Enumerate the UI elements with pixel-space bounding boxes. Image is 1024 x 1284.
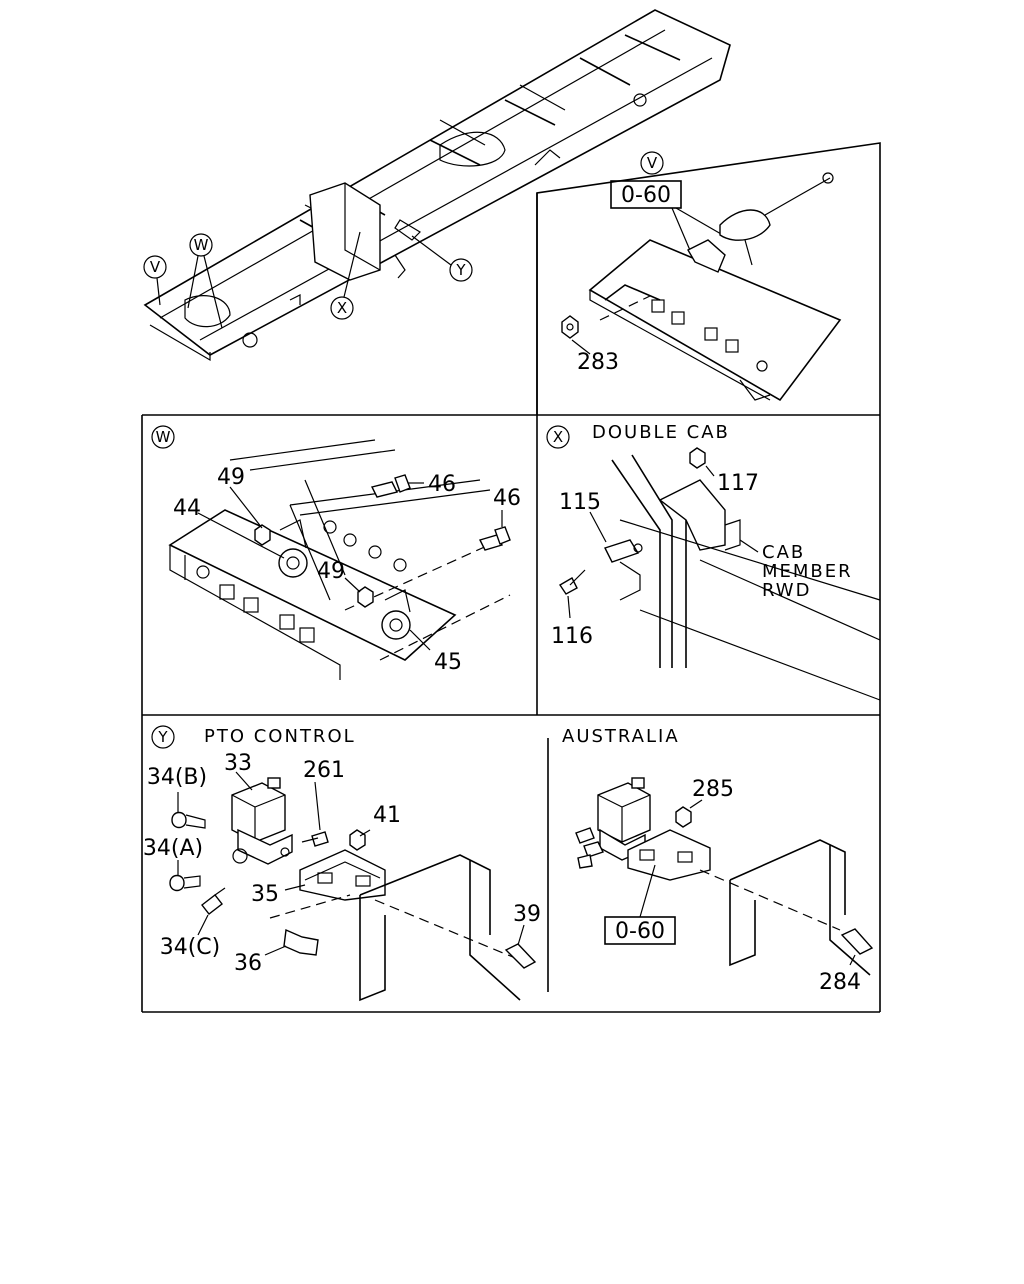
note-cab: CAB — [762, 542, 805, 563]
label-49a: 49 — [217, 465, 245, 490]
label-34c: 34(C) — [160, 935, 221, 960]
panel-x: X DOUBLE CAB 117 115 116 CAB MEMBER RWD — [546, 422, 881, 701]
pulley-45-icon — [381, 610, 411, 640]
label-116: 116 — [551, 624, 593, 649]
panel-x-marker: X — [553, 428, 563, 446]
panel-grid — [141, 142, 881, 1013]
marker-v: V — [150, 258, 161, 276]
bracket-35-icon — [299, 849, 386, 901]
label-117: 117 — [717, 471, 759, 496]
bolt-284-icon — [840, 928, 874, 955]
label-46b: 46 — [493, 486, 521, 511]
panel-x-title: DOUBLE CAB — [592, 422, 730, 443]
bolt-39-icon — [504, 943, 537, 969]
label-283: 283 — [577, 350, 619, 375]
panel-w: W — [151, 425, 521, 680]
label-284: 284 — [819, 970, 861, 995]
nut-285-icon — [675, 806, 692, 828]
callout-w-overview: W — [187, 233, 223, 329]
panel-v-ref-label: 0-60 — [621, 183, 671, 208]
panel-v-ref-box — [610, 180, 682, 209]
fitting-34a-icon — [169, 874, 185, 892]
marker-x: X — [337, 299, 347, 317]
marker-y: Y — [455, 261, 466, 279]
nut-117-icon — [689, 447, 706, 469]
label-34a: 34(A) — [143, 836, 203, 861]
label-36: 36 — [234, 951, 262, 976]
callout-x-overview: X — [330, 231, 361, 320]
fitting-34b-icon — [171, 811, 187, 829]
nut-41-icon — [349, 829, 366, 851]
panel-y-marker: Y — [157, 728, 168, 746]
label-34b: 34(B) — [147, 765, 207, 790]
bolt-261-icon — [311, 831, 329, 847]
sensor-115-icon — [604, 539, 640, 563]
label-39: 39 — [513, 902, 541, 927]
panel-aus-title: AUSTRALIA — [562, 726, 680, 747]
aus-bracket-icon — [627, 829, 711, 881]
panel-w-marker: W — [156, 428, 171, 446]
panel-v-marker: V — [647, 154, 658, 172]
bolt-36-icon — [283, 928, 319, 956]
label-44: 44 — [173, 496, 201, 521]
label-41: 41 — [373, 803, 401, 828]
panel-aus-ref-label: 0-60 — [615, 919, 665, 944]
nut-283-icon — [561, 315, 579, 339]
label-45: 45 — [434, 650, 462, 675]
panel-australia: AUSTRALIA 0-60 285 284 — [562, 726, 874, 995]
note-member: MEMBER — [762, 561, 853, 582]
label-115: 115 — [559, 490, 601, 515]
nut-49b-icon — [357, 586, 374, 608]
chassis-frame-overview — [143, 9, 731, 362]
bolt-46b-icon — [478, 534, 504, 551]
pulley-44-icon — [278, 548, 308, 578]
aus-valve-icon — [597, 782, 651, 843]
label-35: 35 — [251, 882, 279, 907]
callout-y-overview: Y — [411, 235, 473, 282]
bolt-46a-icon — [370, 481, 399, 498]
label-285: 285 — [692, 777, 734, 802]
note-rwd: RWD — [762, 580, 811, 601]
marker-w: W — [194, 236, 209, 254]
panel-y-title: PTO CONTROL — [204, 726, 356, 747]
label-33: 33 — [224, 751, 252, 776]
panel-y: Y PTO CONTROL — [143, 725, 541, 1002]
nut-49a-icon — [254, 524, 271, 546]
callout-v-overview: V — [143, 255, 167, 306]
label-46a: 46 — [428, 472, 456, 497]
label-261: 261 — [303, 758, 345, 783]
fitting-34c-icon — [201, 894, 223, 915]
valve-33-icon — [231, 782, 286, 843]
label-49b: 49 — [317, 559, 345, 584]
panel-v: V 0-60 283 — [561, 151, 842, 402]
